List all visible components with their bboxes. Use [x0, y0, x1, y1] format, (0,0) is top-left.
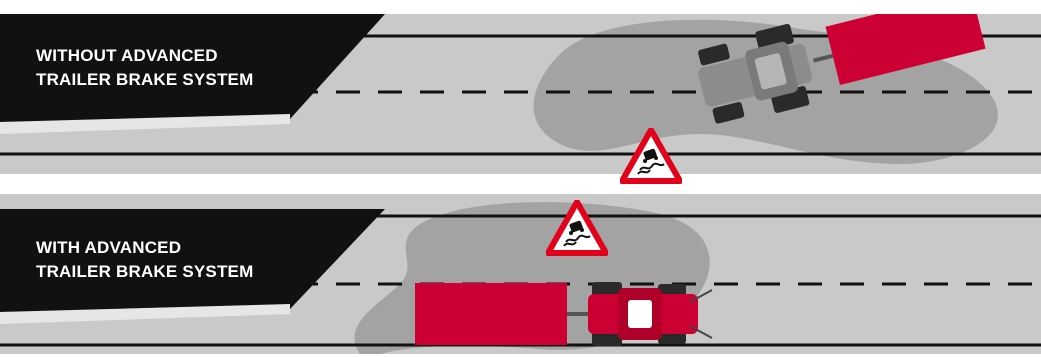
label-line-2: TRAILER BRAKE SYSTEM	[36, 70, 254, 89]
tractor-without	[698, 23, 813, 124]
label-banner	[0, 209, 385, 312]
trailer-without	[825, 14, 986, 85]
tractor-trailer-straight	[415, 282, 713, 346]
scenario-without-panel: WITHOUT ADVANCED TRAILER BRAKE SYSTEM	[0, 14, 1041, 174]
scenario-without-label: WITHOUT ADVANCED TRAILER BRAKE SYSTEM	[36, 44, 253, 92]
banner-shadow	[0, 304, 290, 324]
label-line-1: WITHOUT ADVANCED	[36, 46, 218, 65]
banner-shadow	[0, 114, 290, 134]
trailer-with	[415, 283, 567, 345]
tractor-trailer-jackknifed	[698, 14, 986, 124]
label-line-2: TRAILER BRAKE SYSTEM	[36, 262, 254, 281]
label-banner	[0, 14, 385, 122]
slippery-road-warning-sign-top	[619, 127, 683, 184]
tractor-with	[588, 282, 713, 346]
label-line-1: WITH ADVANCED	[36, 238, 182, 257]
scenario-with-label: WITH ADVANCED TRAILER BRAKE SYSTEM	[36, 236, 253, 284]
slippery-road-warning-sign-bottom	[545, 199, 609, 256]
road-scene-without	[0, 14, 1041, 174]
hitch	[812, 53, 834, 63]
slippery-road-icon	[545, 199, 609, 256]
scenario-with-panel: WITH ADVANCED TRAILER BRAKE SYSTEM	[0, 194, 1041, 354]
road-scene-with	[0, 194, 1041, 354]
slippery-road-icon	[619, 127, 683, 184]
